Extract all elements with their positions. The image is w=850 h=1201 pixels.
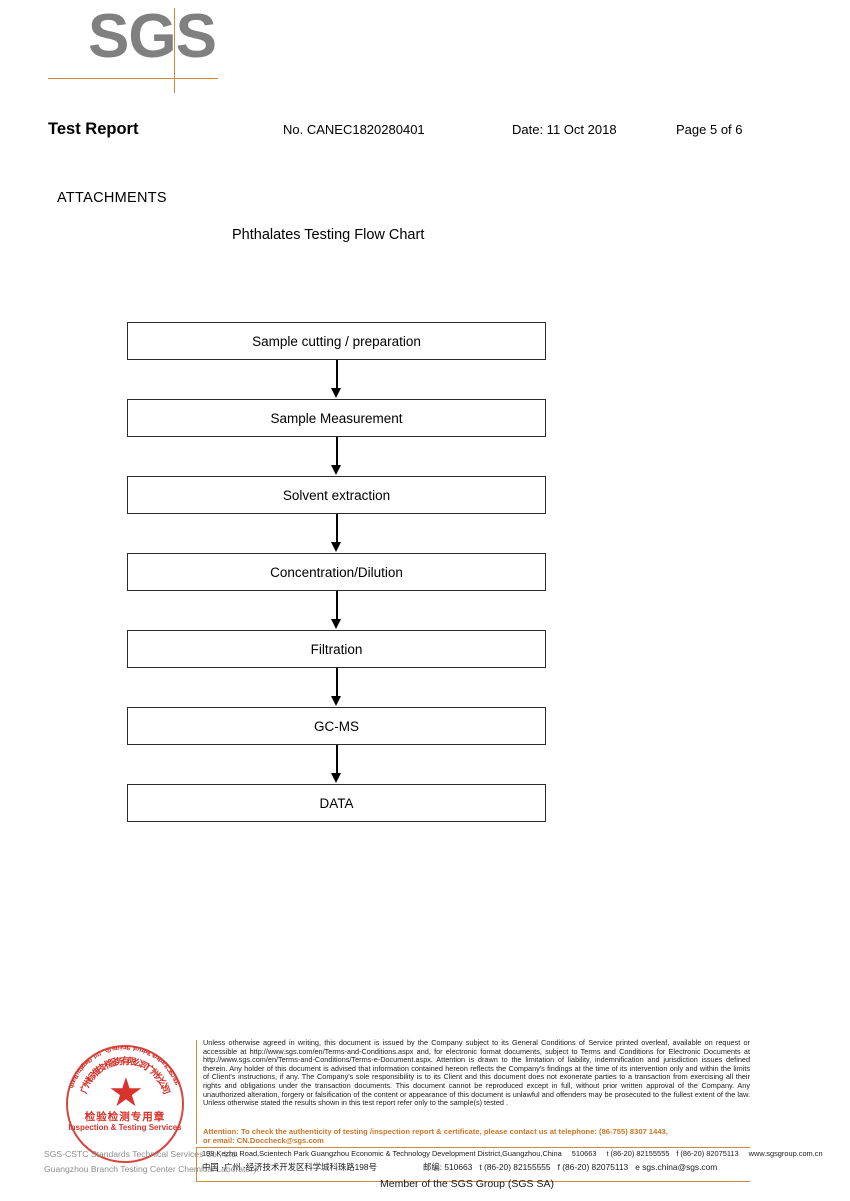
address-en-street: 198 Kezhu Road,Scientech Park Guangzhou … xyxy=(202,1149,562,1158)
member-statement: Member of the SGS Group (SGS SA) xyxy=(0,1178,850,1190)
flow-step-box: DATA xyxy=(127,784,546,822)
attention-line-2: or email: CN.Doccheck@sgs.com xyxy=(203,1136,324,1146)
logo-vertical-rule xyxy=(174,8,175,93)
flow-arrow-down-icon xyxy=(127,360,546,399)
address-cn-email: e sgs.china@sgs.com xyxy=(635,1162,718,1172)
logo-horizontal-rule xyxy=(48,78,218,79)
address-top-rule xyxy=(196,1147,750,1148)
seal-outer-circle xyxy=(66,1045,184,1163)
flow-arrow-down-icon xyxy=(127,591,546,630)
attention-line-1: Attention: To check the authenticity of … xyxy=(203,1127,668,1136)
seal-center-chinese: 检验检测专用章 xyxy=(84,1111,166,1123)
report-header: Test Report No. CANEC1820280401 Date: 11… xyxy=(0,120,850,146)
seal-overlay-line2: Guangzhou Branch Testing Center Chemical… xyxy=(44,1164,260,1174)
flow-step-box: Sample cutting / preparation xyxy=(127,322,546,360)
sgs-logo: SGS xyxy=(48,2,238,100)
address-line-chinese: 中国 ·广州 ·经济技术开发区科学城科珠路198号 邮编: 510663 t (86… xyxy=(202,1162,762,1173)
star-icon: ★ xyxy=(108,1071,144,1115)
logo-text: SGS xyxy=(88,2,217,71)
address-cn-postcode: 邮编: 510663 xyxy=(422,1162,473,1172)
report-number: No. CANEC1820280401 xyxy=(283,122,425,137)
seal-overlay-line1: SGS-CSTC Standards Technical Services Co… xyxy=(44,1149,239,1159)
flow-chart-title: Phthalates Testing Flow Chart xyxy=(232,227,425,243)
seal-center-english: Inspection & Testing Services xyxy=(68,1123,182,1132)
legal-disclaimer-text: Unless otherwise agreed in writing, this… xyxy=(203,1038,750,1108)
flow-arrow-down-icon xyxy=(127,437,546,476)
flow-step-box: Filtration xyxy=(127,630,546,668)
flow-step-box: Sample Measurement xyxy=(127,399,546,437)
report-date: Date: 11 Oct 2018 xyxy=(512,122,617,137)
address-en-tel: t (86-20) 82155555 xyxy=(606,1149,670,1158)
address-en-fax: f (86-20) 82075113 xyxy=(676,1149,739,1158)
address-cn-fax: f (86-20) 82075113 xyxy=(557,1162,629,1172)
flow-step-box: Concentration/Dilution xyxy=(127,553,546,591)
address-en-website: www.sgsgroup.com.cn xyxy=(748,1149,823,1158)
footer-left-rule xyxy=(196,1040,198,1144)
flow-step-box: GC-MS xyxy=(127,707,546,745)
address-left-rule xyxy=(196,1147,198,1181)
address-cn-tel: t (86-20) 82155555 xyxy=(479,1162,551,1172)
attachments-heading: ATTACHMENTS xyxy=(57,190,167,206)
page-indicator: Page 5 of 6 xyxy=(676,122,743,137)
address-cn-street: 中国 ·广州 ·经济技术开发区科学城科珠路198号 xyxy=(202,1162,377,1172)
member-statement-text: Member of the SGS Group (SGS SA) xyxy=(380,1178,554,1190)
address-line-english: 198 Kezhu Road,Scientech Park Guangzhou … xyxy=(202,1149,823,1159)
flow-step-box: Solvent extraction xyxy=(127,476,546,514)
page-title: Test Report xyxy=(48,120,139,138)
address-en-postcode: 510663 xyxy=(571,1149,597,1158)
flow-arrow-down-icon xyxy=(127,668,546,707)
flow-arrow-down-icon xyxy=(127,745,546,784)
footer-bottom-rule xyxy=(196,1181,750,1182)
phthalates-testing-flow-chart: Sample cutting / preparation Sample Meas… xyxy=(127,322,546,822)
attention-notice: Attention: To check the authenticity of … xyxy=(203,1127,750,1146)
flow-arrow-down-icon xyxy=(127,514,546,553)
